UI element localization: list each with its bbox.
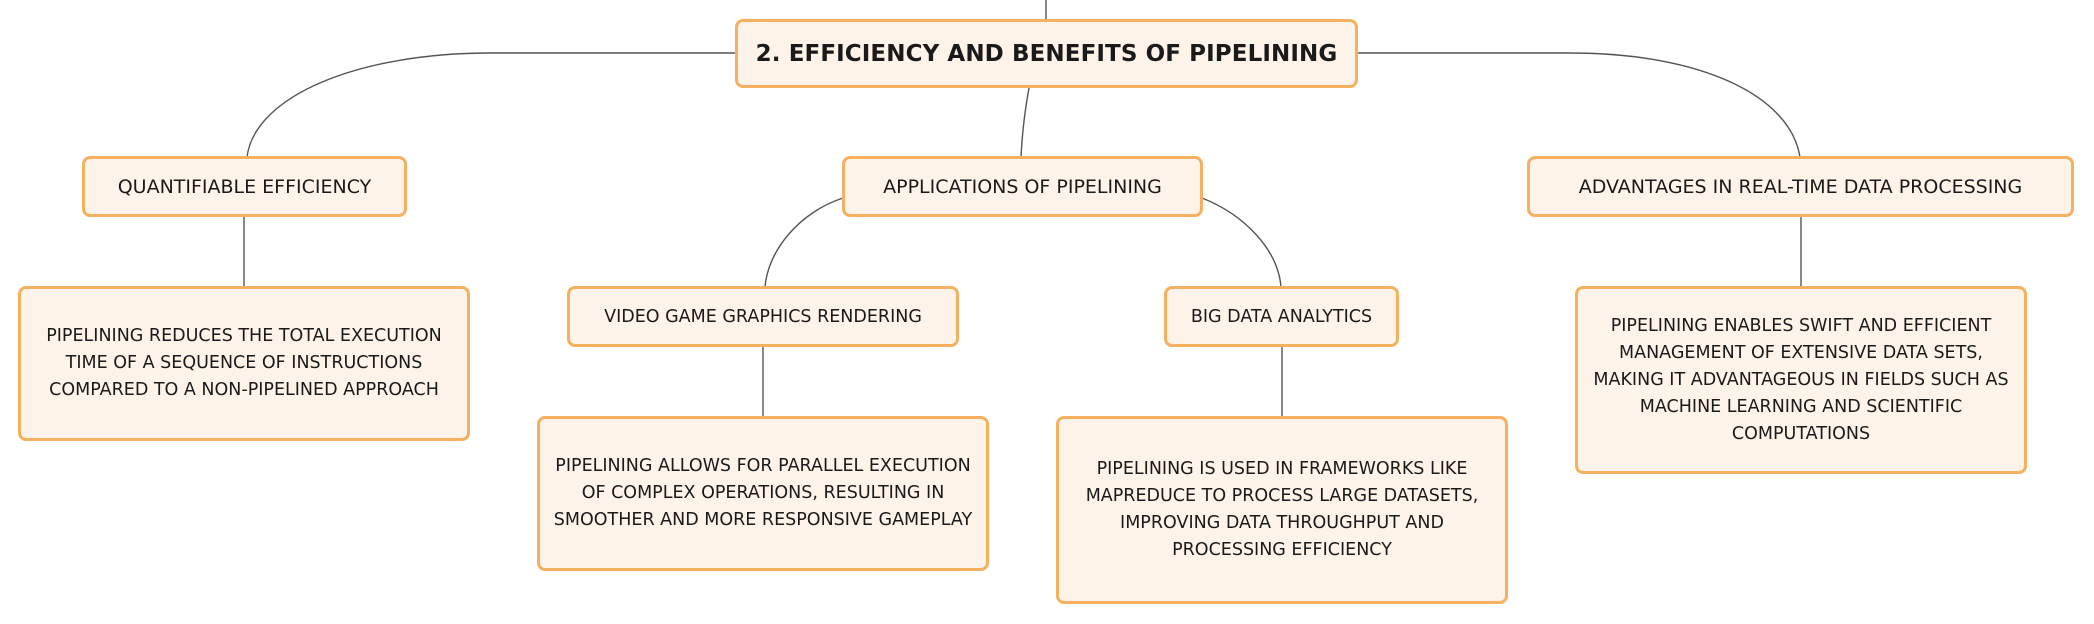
detail-quantifiable-efficiency[interactable]: PIPELINING REDUCES THE TOTAL EXECUTION T… — [18, 286, 470, 441]
detail-quantifiable-efficiency-text: PIPELINING REDUCES THE TOTAL EXECUTION T… — [46, 326, 442, 400]
root-topic[interactable]: 2. EFFICIENCY AND BENEFITS OF PIPELINING — [735, 19, 1358, 88]
connector-applications-bigdata — [1201, 197, 1282, 288]
connector-root-realtime — [1358, 52, 1801, 158]
topic-quantifiable-efficiency-label: QUANTIFIABLE EFFICIENCY — [117, 175, 372, 198]
topic-applications-of-pipelining-label: APPLICATIONS OF PIPELINING — [883, 175, 1162, 198]
detail-big-data-analytics[interactable]: PIPELINING IS USED IN FRAMEWORKS LIKE MA… — [1056, 416, 1508, 604]
topic-quantifiable-efficiency[interactable]: QUANTIFIABLE EFFICIENCY — [82, 156, 407, 217]
detail-big-data-analytics-text: PIPELINING IS USED IN FRAMEWORKS LIKE MA… — [1085, 459, 1479, 560]
root-topic-label: 2. EFFICIENCY AND BENEFITS OF PIPELINING — [755, 40, 1338, 67]
connector-root-quantifiable — [246, 52, 735, 158]
subtopic-big-data-analytics-label: BIG DATA ANALYTICS — [1190, 306, 1373, 327]
connector-root-applications — [1020, 87, 1030, 158]
subtopic-video-game-graphics[interactable]: VIDEO GAME GRAPHICS RENDERING — [567, 286, 959, 347]
detail-video-game-graphics[interactable]: PIPELINING ALLOWS FOR PARALLEL EXECUTION… — [537, 416, 989, 571]
subtopic-video-game-graphics-label: VIDEO GAME GRAPHICS RENDERING — [604, 306, 922, 327]
subtopic-big-data-analytics[interactable]: BIG DATA ANALYTICS — [1164, 286, 1399, 347]
topic-advantages-real-time-label: ADVANTAGES IN REAL-TIME DATA PROCESSING — [1578, 175, 2023, 198]
topic-applications-of-pipelining[interactable]: APPLICATIONS OF PIPELINING — [842, 156, 1203, 217]
detail-advantages-real-time[interactable]: PIPELINING ENABLES SWIFT AND EFFICIENT M… — [1575, 286, 2027, 474]
connector-applications-videogame — [764, 197, 844, 288]
detail-advantages-real-time-text: PIPELINING ENABLES SWIFT AND EFFICIENT M… — [1593, 315, 2009, 444]
topic-advantages-real-time[interactable]: ADVANTAGES IN REAL-TIME DATA PROCESSING — [1527, 156, 2074, 217]
detail-video-game-graphics-text: PIPELINING ALLOWS FOR PARALLEL EXECUTION… — [553, 456, 973, 530]
